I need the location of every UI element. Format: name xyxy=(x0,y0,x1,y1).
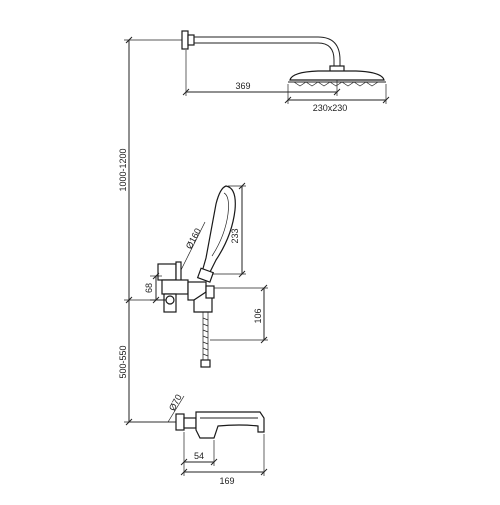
arm-length-label: 369 xyxy=(235,81,250,91)
spout-depth-label: 54 xyxy=(194,451,204,461)
spout-length-label: 169 xyxy=(219,476,234,486)
mixer-valve xyxy=(150,261,215,313)
spout-length-dimension: 169 xyxy=(180,434,268,486)
hose-diameter-label: Ø160 xyxy=(184,227,203,251)
holder-height-dimension: 106 xyxy=(210,284,268,344)
hose-diameter-annotation: Ø160 xyxy=(179,221,206,273)
spout-depth-dimension: 54 xyxy=(180,432,218,476)
hand-shower-length-label: 233 xyxy=(230,228,240,243)
hand-shower-dimension: 233 xyxy=(212,182,246,278)
total-height-label: 1000-1200 xyxy=(118,148,128,191)
overall-height-dimension: 1000-1200 500-550 xyxy=(118,36,182,426)
mixer-offset-label: 68 xyxy=(144,283,154,293)
spout-diameter-label: Ø70 xyxy=(167,393,184,413)
bath-spout xyxy=(129,411,265,439)
holder-height-label: 106 xyxy=(253,308,263,323)
shower-arm xyxy=(181,30,341,66)
hand-shower xyxy=(196,185,236,283)
shower-hose xyxy=(200,312,211,368)
mixer-height-label: 500-550 xyxy=(118,345,128,378)
head-size-dimension: 230x230 xyxy=(284,84,390,113)
arm-length-dimension: 369 xyxy=(182,50,341,96)
mixer-offset-dimension: 68 xyxy=(144,272,162,304)
head-size-label: 230x230 xyxy=(313,103,348,113)
